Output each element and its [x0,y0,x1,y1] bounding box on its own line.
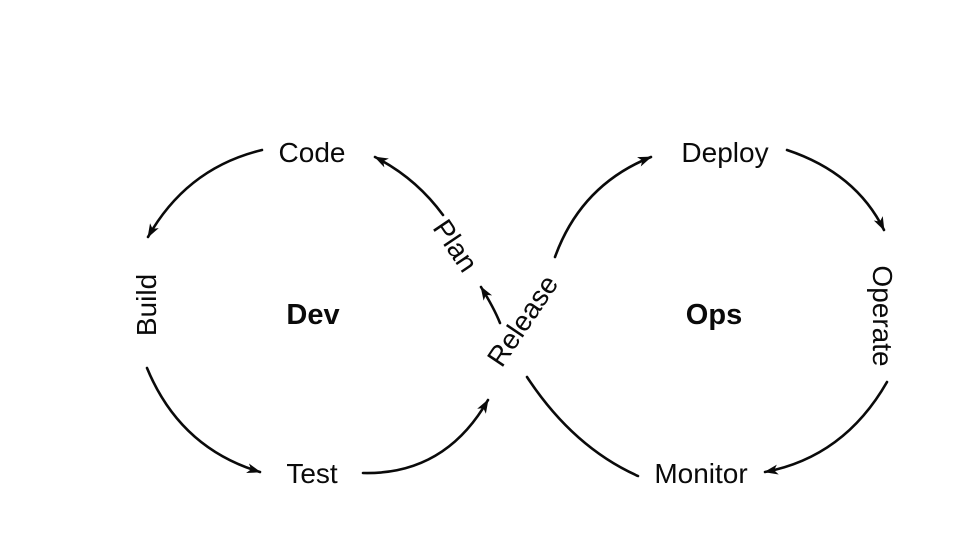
arrow-operate-to-monitor [763,380,889,475]
stage-label-release: Release [481,269,564,372]
arrow-plan-to-code [373,155,445,217]
arrow-release-to-deploy [553,155,653,259]
arrow-deploy-to-operate [785,148,886,232]
line-monitor-to-release-gap [525,375,640,478]
stage-label-deploy: Deploy [681,137,768,168]
arrow-toward-plan [479,285,502,325]
stage-label-operate: Operate [867,265,898,366]
arrow-build-to-test [145,366,262,474]
arrow-test-to-release [361,398,490,475]
stage-label-monitor: Monitor [654,458,747,489]
stage-label-test: Test [286,458,338,489]
stage-label-code: Code [279,137,346,168]
arrow-code-to-build [146,148,264,239]
loop-label-ops: Ops [686,299,742,331]
stage-label-build: Build [131,274,162,336]
stage-label-plan: Plan [427,214,484,278]
loop-label-dev: Dev [286,299,339,331]
